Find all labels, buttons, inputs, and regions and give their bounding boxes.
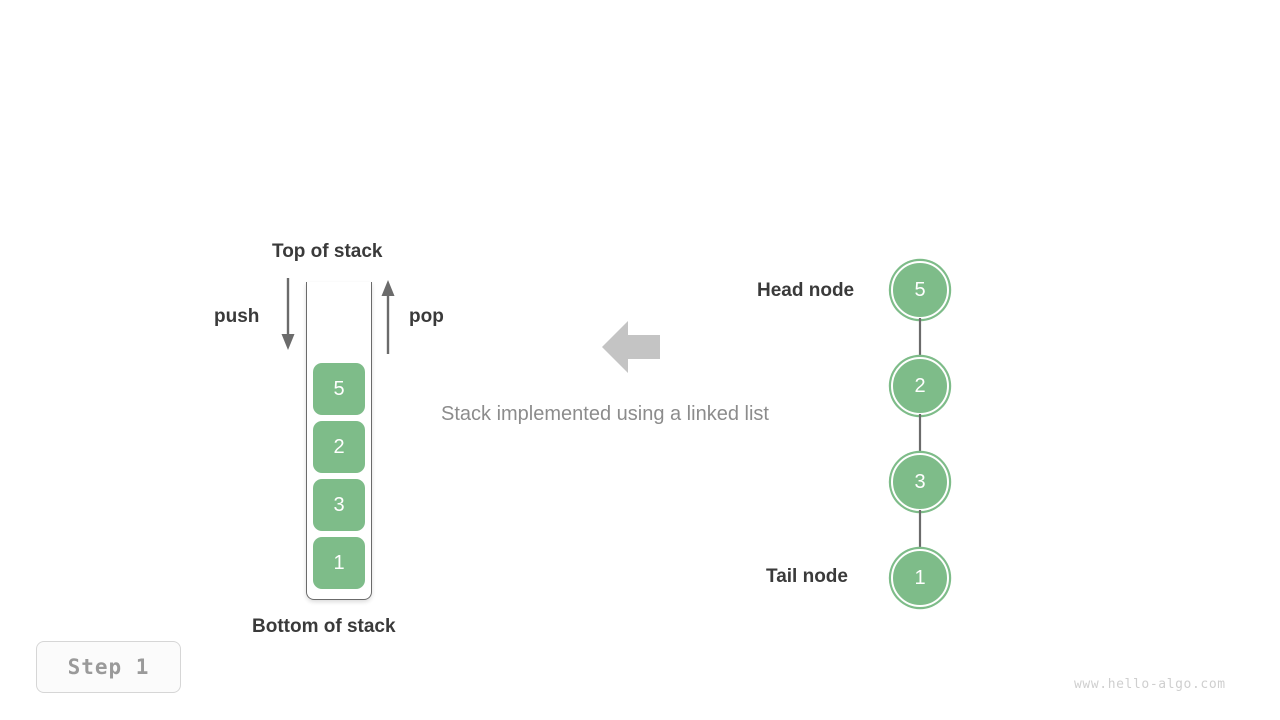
head-node-label: Head node bbox=[757, 280, 855, 301]
push-arrow-icon bbox=[281, 278, 295, 350]
linked-list-node[interactable]: 3 bbox=[891, 453, 949, 511]
linked-list-node[interactable]: 5 bbox=[891, 261, 949, 319]
stack-cell[interactable]: 5 bbox=[313, 363, 365, 415]
linked-list-node[interactable]: 2 bbox=[891, 357, 949, 415]
pop-label: pop bbox=[409, 306, 444, 327]
left-arrow-icon bbox=[602, 321, 660, 373]
bottom-of-stack-label: Bottom of stack bbox=[252, 616, 396, 637]
stack-cell[interactable]: 3 bbox=[313, 479, 365, 531]
step-badge: Step 1 bbox=[36, 641, 181, 693]
pop-arrow-icon bbox=[381, 280, 395, 354]
linked-list-diagram: Head node 5 2 3 1 Tail node bbox=[700, 0, 1280, 720]
stack-cell[interactable]: 1 bbox=[313, 537, 365, 589]
stack-cell-list: 5 2 3 1 bbox=[313, 363, 365, 589]
stack-container bbox=[306, 282, 372, 600]
stack-diagram: Top of stack push pop 5 2 3 1 Bottom of … bbox=[0, 0, 520, 720]
linked-list-node[interactable]: 1 bbox=[891, 549, 949, 607]
stack-cell[interactable]: 2 bbox=[313, 421, 365, 473]
push-label: push bbox=[214, 306, 260, 327]
diagram-caption: Stack implemented using a linked list bbox=[441, 403, 769, 425]
tail-node-label: Tail node bbox=[766, 566, 848, 587]
top-of-stack-label: Top of stack bbox=[272, 241, 383, 262]
watermark: www.hello-algo.com bbox=[1074, 677, 1226, 692]
